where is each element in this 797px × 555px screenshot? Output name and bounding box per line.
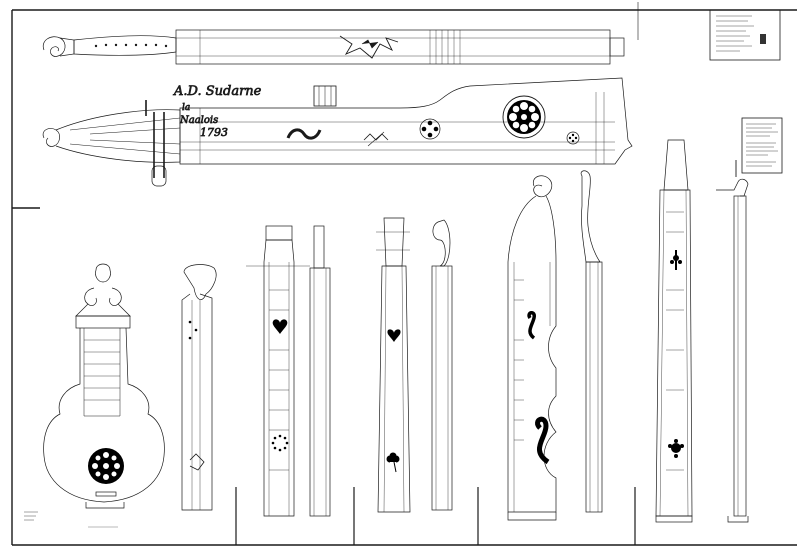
small-rosette-icon (419, 118, 441, 140)
notes-block (741, 117, 783, 174)
heart-soundhole-icon (272, 319, 288, 334)
front-body-view (24, 263, 165, 528)
rose-rosette-icon (502, 95, 546, 139)
dot-cluster-icon (271, 434, 289, 452)
signature-name: A.D. Sudarne (173, 84, 262, 99)
large-front-view (507, 175, 557, 521)
sheet-frame (11, 2, 797, 546)
signature-place-1: la (182, 103, 190, 113)
large-side-view (580, 170, 603, 513)
scroll-head-icon (532, 175, 553, 198)
rosette-soundhole-icon (668, 439, 684, 458)
carved-head-icon (95, 263, 111, 283)
neck-front-view-1 (246, 225, 310, 517)
heart-soundhole-icon (387, 329, 401, 342)
body-side-view (181, 264, 217, 511)
tall-front-view (655, 139, 693, 523)
signature-year: 1793 (200, 126, 228, 139)
top-plan-view (42, 29, 625, 65)
front-rosette-icon (88, 448, 124, 484)
s-soundhole-icon (286, 128, 322, 140)
maker-signature: A.D. Sudarne la Naalois 1793 (173, 84, 262, 140)
side-elevation-view (42, 77, 633, 187)
signature-place-2: Naalois (179, 115, 218, 126)
title-block (709, 9, 781, 61)
peg-box (55, 109, 181, 163)
neck-side-view-1 (309, 225, 331, 517)
club-soundhole-icon (386, 452, 400, 473)
neck-side-view-2 (431, 219, 453, 511)
rear-soundhole-icon (566, 131, 580, 145)
fleuron-soundhole-icon (670, 250, 682, 270)
scroll-icon (42, 36, 66, 57)
tall-side-view (716, 178, 749, 523)
s-soundhole-icon (527, 311, 536, 340)
neck-front-view-2 (376, 217, 411, 513)
s-soundhole-icon (535, 416, 550, 465)
